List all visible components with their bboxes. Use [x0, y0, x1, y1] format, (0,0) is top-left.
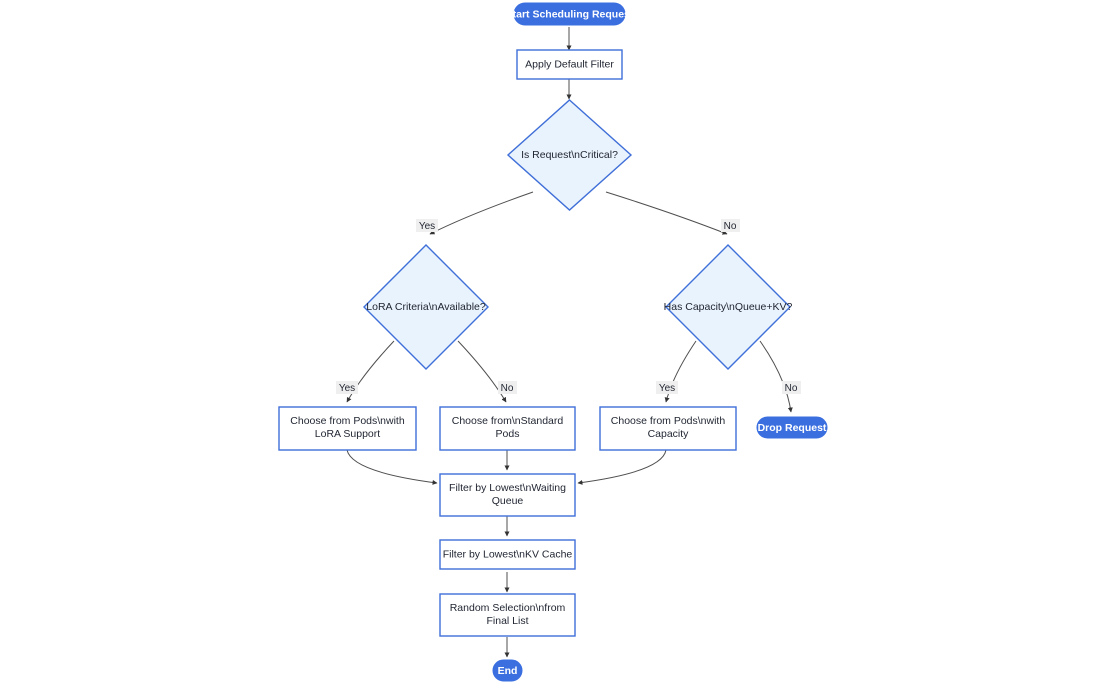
edge-label-lora-yes: Yes — [339, 383, 355, 394]
node-lora-criteria-available[interactable]: LoRA Criteria\nAvailable? — [363, 244, 489, 370]
edge-label-capacity-no: No — [785, 383, 798, 394]
drop-request-shape[interactable] — [756, 416, 828, 439]
choose-capacity-pods-label-line1: Choose from Pods\nwith — [611, 415, 726, 427]
choose-capacity-pods-label-line2: Capacity — [648, 428, 690, 440]
end-node-shape[interactable] — [492, 659, 523, 682]
edges-layer — [346, 27, 793, 658]
edge-labels-layer: Yes No Yes No Yes No — [336, 219, 801, 394]
node-drop-request[interactable]: Drop Request — [756, 416, 828, 439]
edge-label-bg-lora-no — [498, 381, 517, 394]
filter-kv-cache-shape[interactable] — [439, 539, 576, 570]
edge-label-bg-capacity-yes — [656, 381, 678, 394]
apply-default-filter-shape[interactable] — [516, 49, 623, 80]
choose-lora-pods-label-line2: LoRA Support — [315, 428, 380, 440]
is-request-critical-shape[interactable] — [506, 99, 633, 211]
has-capacity-shape[interactable] — [665, 244, 791, 370]
edge-label-capacity-yes: Yes — [659, 383, 675, 394]
lora-criteria-available-shape[interactable] — [363, 244, 489, 370]
node-choose-standard-pods[interactable]: Choose from\nStandard Pods — [439, 406, 576, 451]
edge-label-bg-critical-no — [721, 219, 740, 232]
choose-standard-pods-label-line1: Choose from\nStandard — [452, 415, 564, 427]
nodes-layer: Start Scheduling Request Apply Default F… — [278, 2, 828, 682]
node-filter-kv-cache[interactable]: Filter by Lowest\nKV Cache — [439, 539, 576, 570]
has-capacity-label: Has Capacity\nQueue+KV? — [664, 301, 793, 313]
random-selection-label-line1: Random Selection\nfrom — [450, 602, 566, 614]
filter-kv-cache-label: Filter by Lowest\nKV Cache — [443, 548, 573, 560]
node-random-selection[interactable]: Random Selection\nfrom Final List — [439, 593, 576, 637]
edge-choose-lora-pods-to-filter-waiting-queue — [346, 449, 438, 485]
choose-lora-pods-shape[interactable] — [278, 406, 417, 451]
node-end[interactable]: End — [492, 659, 523, 682]
filter-waiting-queue-label-line1: Filter by Lowest\nWaiting — [449, 482, 566, 494]
edge-label-critical-yes: Yes — [419, 221, 435, 232]
choose-lora-pods-label-line1: Choose from Pods\nwith — [290, 415, 405, 427]
edge-label-bg-capacity-no — [782, 381, 801, 394]
node-is-request-critical[interactable]: Is Request\nCritical? — [506, 99, 633, 211]
edge-label-lora-no: No — [501, 383, 514, 394]
node-apply-default-filter[interactable]: Apply Default Filter — [516, 49, 623, 80]
edge-critical-yes-to-lora — [429, 191, 534, 235]
edge-capacity-no-to-drop-request — [759, 340, 793, 413]
edge-lora-no-to-choose-standard-pods — [457, 340, 507, 403]
edge-lora-yes-to-choose-lora-pods — [346, 340, 395, 403]
drop-request-label: Drop Request — [758, 422, 827, 434]
end-node-label: End — [498, 665, 518, 677]
lora-criteria-available-label: LoRA Criteria\nAvailable? — [366, 301, 486, 313]
edge-critical-no-to-capacity — [605, 191, 728, 235]
edge-label-bg-critical-yes — [416, 219, 438, 232]
node-choose-lora-pods[interactable]: Choose from Pods\nwith LoRA Support — [278, 406, 417, 451]
edge-label-bg-lora-yes — [336, 381, 358, 394]
is-request-critical-label: Is Request\nCritical? — [521, 149, 618, 161]
start-node-shape[interactable] — [513, 2, 626, 26]
edge-capacity-yes-to-choose-capacity-pods — [664, 340, 697, 403]
choose-standard-pods-label-line2: Pods — [496, 428, 520, 440]
random-selection-label-line2: Final List — [486, 615, 528, 627]
node-choose-capacity-pods[interactable]: Choose from Pods\nwith Capacity — [599, 406, 737, 451]
edge-choose-capacity-pods-to-filter-waiting-queue — [577, 449, 667, 485]
edge-label-critical-no: No — [724, 221, 737, 232]
apply-default-filter-label: Apply Default Filter — [525, 58, 614, 70]
filter-waiting-queue-label-line2: Queue — [492, 495, 524, 507]
choose-standard-pods-shape[interactable] — [439, 406, 576, 451]
random-selection-shape[interactable] — [439, 593, 576, 637]
node-start[interactable]: Start Scheduling Request — [506, 2, 634, 26]
start-node-label: Start Scheduling Request — [506, 8, 634, 20]
filter-waiting-queue-shape[interactable] — [439, 473, 576, 517]
choose-capacity-pods-shape[interactable] — [599, 406, 737, 451]
node-filter-waiting-queue[interactable]: Filter by Lowest\nWaiting Queue — [439, 473, 576, 517]
node-has-capacity[interactable]: Has Capacity\nQueue+KV? — [664, 244, 793, 370]
